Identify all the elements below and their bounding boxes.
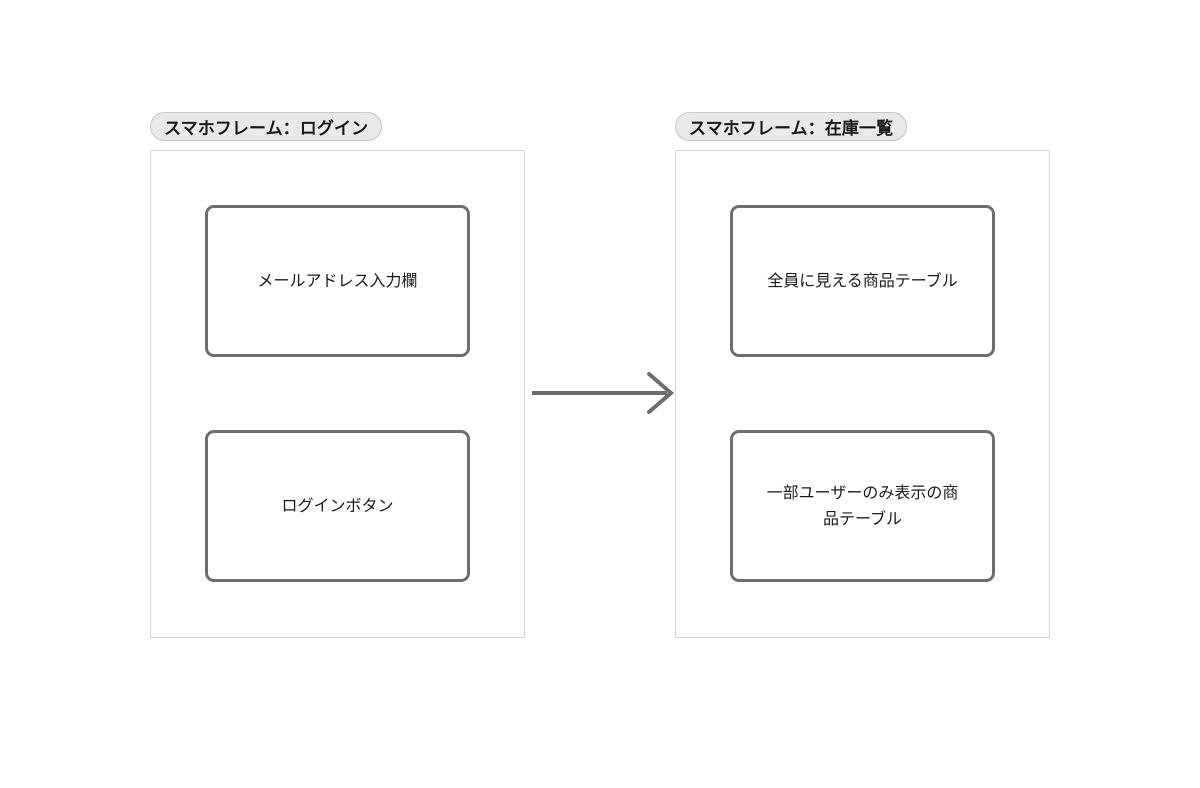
node-login-button[interactable]: ログインボタン <box>205 430 470 582</box>
node-restricted-product-table[interactable]: 一部ユーザーのみ表示の商 品テーブル <box>730 430 995 582</box>
frame-title-login[interactable]: スマホフレーム：ログイン <box>150 112 383 141</box>
node-login-button-label: ログインボタン <box>281 496 394 515</box>
node-public-product-table[interactable]: 全員に見える商品テーブル <box>730 205 995 357</box>
node-restricted-product-table-label: 一部ユーザーのみ表示の商 品テーブル <box>766 483 959 528</box>
node-email-input[interactable]: メールアドレス入力欄 <box>205 205 470 357</box>
node-public-product-table-label: 全員に見える商品テーブル <box>767 271 958 290</box>
frame-title-stock-list[interactable]: スマホフレーム：在庫一覧 <box>675 112 908 141</box>
arrow-login-to-stock-icon <box>532 372 675 414</box>
node-email-input-label: メールアドレス入力欄 <box>257 271 418 290</box>
